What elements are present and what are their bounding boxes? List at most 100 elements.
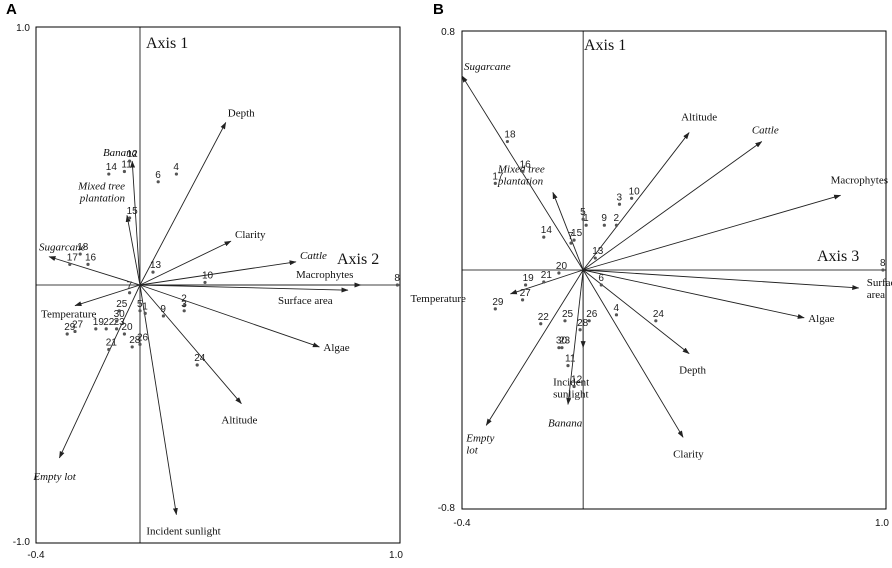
site-point-a-20 <box>107 347 111 352</box>
y-tick-top-a: 1.0 <box>16 23 30 34</box>
axis-title-1-b: Axis 1 <box>584 37 626 54</box>
y-tick-bottom-b: -0.8 <box>438 503 456 514</box>
site-point-b-28 <box>493 307 497 311</box>
vector-arrow-a-1 <box>130 160 141 286</box>
vector-label-a-0: Depth <box>228 107 255 119</box>
site-label-b-17: 18 <box>504 130 516 141</box>
vector-arrow-a-2 <box>125 214 141 286</box>
site-label-a-23: 24 <box>194 353 206 364</box>
site-label-b-3: 4 <box>613 303 619 314</box>
site-point-a-9 <box>203 280 207 285</box>
site-point-b-17 <box>505 139 510 144</box>
site-point-a-5 <box>156 180 160 184</box>
vector-label-a-1: Banana <box>103 147 138 159</box>
site-point-a-2 <box>182 309 186 313</box>
vector-arrow-a-9 <box>139 284 242 405</box>
site-point-a-25 <box>138 342 142 346</box>
site-point-a-11 <box>128 159 132 163</box>
site-label-a-15: 16 <box>85 252 97 263</box>
site-point-a-18 <box>94 327 98 331</box>
site-label-a-6: 7 <box>127 281 133 292</box>
site-label-b-16: 17 <box>492 171 504 182</box>
panel-letter-b: B <box>433 1 444 18</box>
site-point-b-20 <box>542 280 546 284</box>
site-point-b-18 <box>524 283 528 287</box>
site-label-b-25: 26 <box>586 309 598 320</box>
site-point-b-1 <box>614 223 619 227</box>
site-point-b-26 <box>520 298 525 302</box>
site-label-a-17: 18 <box>77 242 89 253</box>
vector-arrow-a-10 <box>139 284 178 516</box>
site-point-a-1 <box>182 304 186 308</box>
site-label-b-29: 30 <box>556 336 568 347</box>
vector-arrow-a-11 <box>58 284 141 459</box>
site-label-b-6: 7 <box>568 231 574 242</box>
site-label-b-24: 25 <box>562 309 574 320</box>
vector-arrow-b-10 <box>566 269 584 405</box>
site-point-a-6 <box>128 291 132 295</box>
vector-label-a-11: Empty lot <box>32 471 76 483</box>
vector-label-a-8: Algae <box>323 342 349 354</box>
vector-label-a-9: Altitude <box>221 415 257 427</box>
site-label-a-10: 11 <box>121 159 132 170</box>
site-point-a-23 <box>195 363 199 367</box>
vector-label-b-3: Cattle <box>752 125 779 137</box>
x-tick-left-a: -0.4 <box>27 550 45 561</box>
site-label-b-14: 15 <box>571 228 583 239</box>
site-label-a-21: 22 <box>103 317 115 328</box>
site-label-b-23: 24 <box>653 309 665 320</box>
vector-arrow-a-3 <box>48 256 141 286</box>
site-label-a-29: 30 <box>114 309 126 320</box>
site-label-b-22: 23 <box>559 336 571 347</box>
site-label-b-13: 14 <box>541 225 553 236</box>
panel-letter-a: A <box>6 1 17 18</box>
y-tick-top-b: 0.8 <box>441 27 455 38</box>
vector-label-b-4: Macrophytes <box>831 174 888 186</box>
site-point-a-22 <box>115 327 119 331</box>
site-point-a-10 <box>122 169 126 174</box>
site-label-b-5: 6 <box>598 273 604 284</box>
site-label-b-12: 13 <box>592 246 604 257</box>
site-point-b-21 <box>539 322 543 326</box>
site-label-a-26: 27 <box>72 319 84 330</box>
site-label-b-4: 5 <box>580 207 586 218</box>
site-point-a-28 <box>65 332 69 336</box>
site-point-a-24 <box>117 309 121 313</box>
vector-arrow-a-5 <box>139 260 297 286</box>
vector-label-b-8: Clarity <box>673 448 704 460</box>
site-point-a-15 <box>86 262 90 266</box>
vector-arrow-b-6 <box>583 269 805 319</box>
site-point-a-3 <box>174 172 178 176</box>
vector-arrow-b-2 <box>582 132 690 271</box>
axis-title-2-a: Axis 2 <box>337 251 379 268</box>
site-label-b-19: 20 <box>556 261 568 272</box>
site-label-a-25: 26 <box>137 332 149 343</box>
site-point-a-27 <box>130 345 134 349</box>
site-point-b-12 <box>593 256 597 260</box>
site-point-b-10 <box>566 364 570 368</box>
vector-arrow-a-0 <box>139 122 227 286</box>
site-label-a-24: 25 <box>116 299 128 310</box>
vector-label-b-2: Altitude <box>681 112 717 124</box>
site-label-b-1: 2 <box>613 213 619 224</box>
site-label-b-28: 29 <box>492 297 504 308</box>
site-point-b-8 <box>602 223 606 227</box>
site-label-a-4: 5 <box>137 299 143 310</box>
site-point-b-0 <box>584 223 588 227</box>
site-point-b-5 <box>599 283 603 287</box>
site-point-b-4 <box>581 217 585 221</box>
site-label-a-9: 10 <box>202 270 214 281</box>
site-label-a-14: 15 <box>127 206 139 217</box>
vector-label-a-6: Macrophytes <box>296 269 353 281</box>
vector-label-b-12: Temperature <box>410 293 466 305</box>
site-label-b-8: 9 <box>601 213 607 224</box>
vector-label-b-0: Sugarcane <box>464 61 511 73</box>
site-point-b-13 <box>542 235 546 239</box>
x-tick-left-b: -0.4 <box>453 518 471 529</box>
site-point-b-15 <box>520 169 525 174</box>
site-label-a-12: 13 <box>150 260 162 271</box>
